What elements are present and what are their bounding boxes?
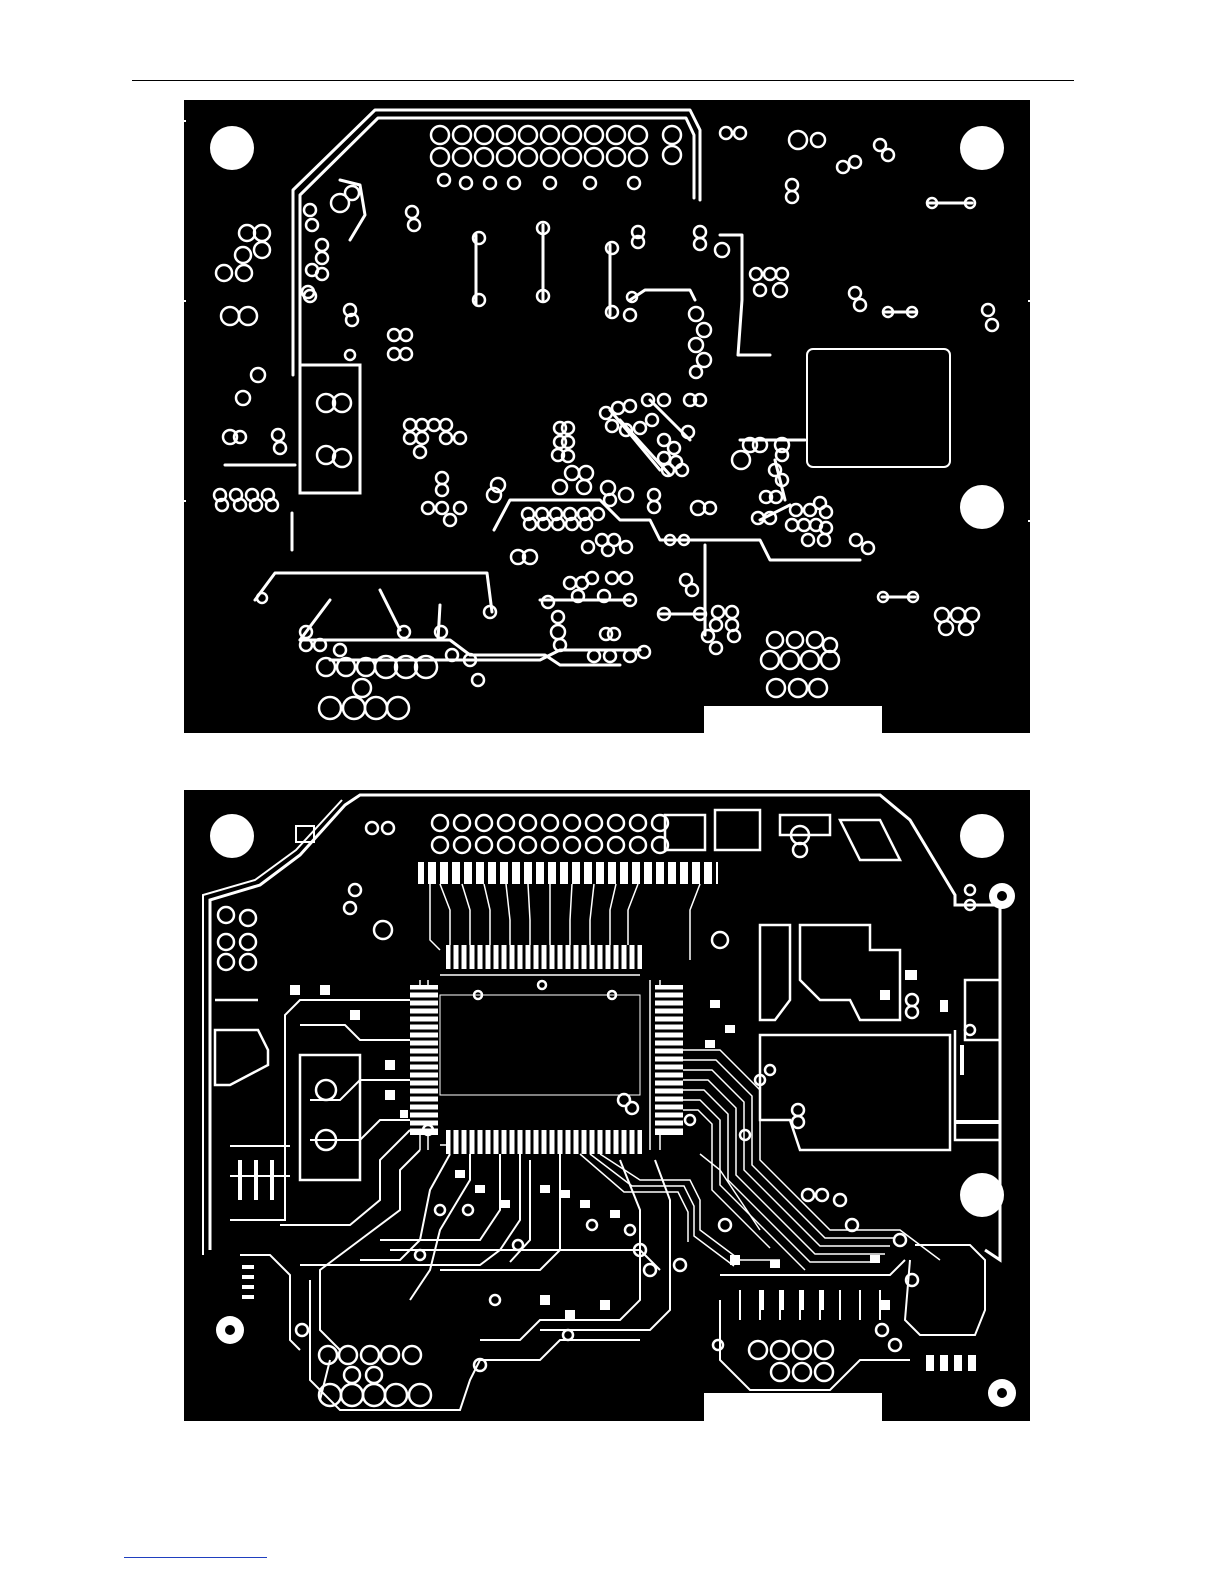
footer-link-rule — [124, 1557, 267, 1558]
